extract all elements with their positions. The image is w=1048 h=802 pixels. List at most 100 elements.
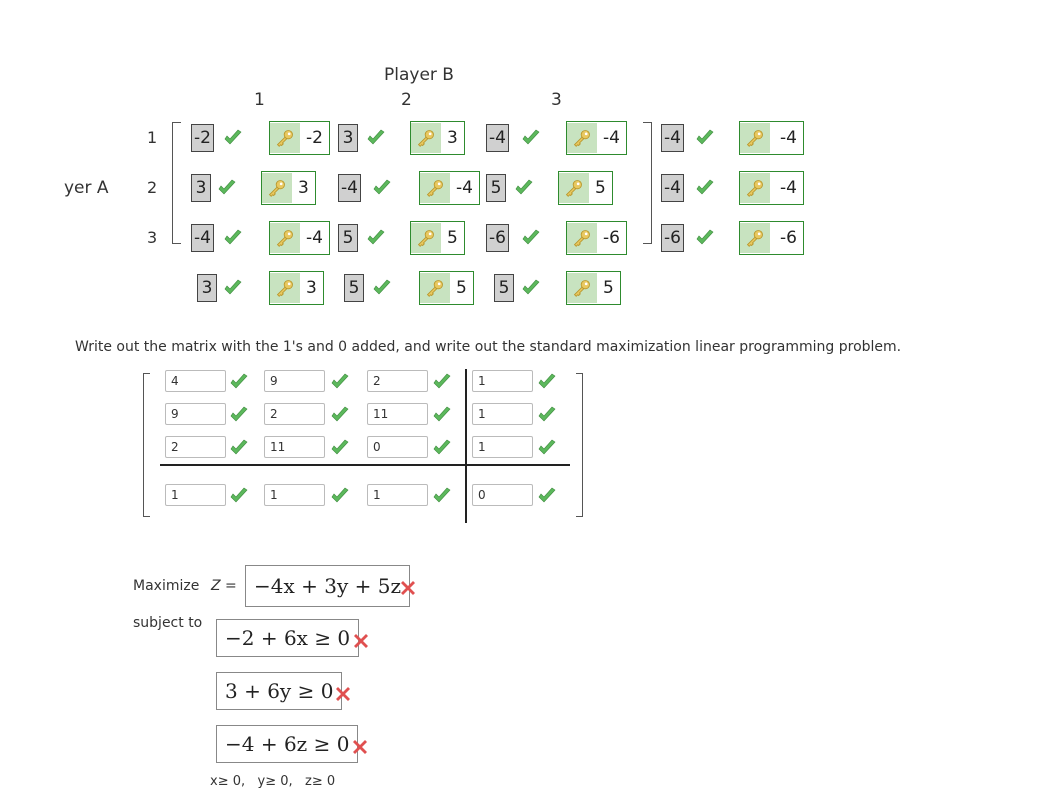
answer-cell-r1c2[interactable]: 3 (410, 121, 465, 155)
answer-value: 5 (595, 178, 606, 198)
lp-horizontal-divider (160, 464, 570, 466)
lp-matrix-input[interactable]: 2 (264, 403, 325, 425)
constraint-input-1[interactable]: −2 + 6x ≥ 0 (216, 619, 360, 657)
answer-value: 3 (306, 278, 317, 298)
lp-matrix-input[interactable]: 1 (472, 370, 533, 392)
key-icon (420, 173, 450, 203)
lp-matrix-input[interactable]: 1 (472, 403, 533, 425)
check-icon (366, 129, 386, 147)
x-icon (352, 739, 368, 755)
row-header-3: 3 (147, 228, 158, 247)
answer-cell-r3c2[interactable]: 5 (410, 221, 465, 255)
check-icon (330, 439, 350, 457)
answer-cell-r2c2[interactable]: -4 (419, 171, 480, 205)
x-icon (335, 686, 351, 702)
payoff-cell-r3c2: 5 (338, 224, 358, 252)
z-equals-label: Z = (211, 578, 237, 594)
check-icon (330, 487, 350, 505)
col-max-answer-2[interactable]: 5 (419, 271, 474, 305)
key-icon (567, 223, 597, 253)
lp-matrix-input[interactable]: 4 (165, 370, 226, 392)
check-icon (229, 406, 249, 424)
answer-cell-r3c3[interactable]: -6 (566, 221, 627, 255)
lp-vertical-divider (465, 369, 467, 523)
check-icon (372, 179, 392, 197)
lp-matrix-input[interactable]: 0 (367, 436, 428, 458)
check-icon (521, 129, 541, 147)
payoff-cell-r1c3: -4 (486, 124, 509, 152)
key-icon (411, 223, 441, 253)
lp-matrix-input[interactable]: 0 (472, 484, 533, 506)
check-icon (366, 229, 386, 247)
row-min-answer-2[interactable]: -4 (739, 171, 804, 205)
check-icon (537, 439, 557, 457)
answer-value: -4 (603, 128, 620, 148)
lp-matrix-input[interactable]: 1 (367, 484, 428, 506)
lp-matrix-input[interactable]: 1 (264, 484, 325, 506)
key-icon (567, 123, 597, 153)
lp-matrix-input[interactable]: 9 (165, 403, 226, 425)
row-min-answer-3[interactable]: -6 (739, 221, 804, 255)
lp-matrix-input[interactable]: 2 (165, 436, 226, 458)
answer-cell-r2c1[interactable]: 3 (261, 171, 316, 205)
lp-matrix-input[interactable]: 11 (264, 436, 325, 458)
check-icon (372, 279, 392, 297)
check-icon (229, 487, 249, 505)
key-icon (567, 273, 597, 303)
row-header-2: 2 (147, 178, 158, 197)
row-min-answer-1[interactable]: -4 (739, 121, 804, 155)
lp-matrix-input[interactable]: 1 (165, 484, 226, 506)
lp-matrix-input[interactable]: 2 (367, 370, 428, 392)
lp-matrix-input[interactable]: 11 (367, 403, 428, 425)
answer-value: -2 (306, 128, 323, 148)
answer-value: -6 (603, 228, 620, 248)
row-min-1: -4 (661, 124, 684, 152)
column-header-3: 3 (551, 90, 562, 110)
payoff-cell-r3c1: -4 (191, 224, 214, 252)
answer-cell-r1c1[interactable]: -2 (269, 121, 330, 155)
check-icon (521, 229, 541, 247)
instruction-text: Write out the matrix with the 1's and 0 … (75, 339, 902, 355)
check-icon (432, 406, 452, 424)
answer-cell-r1c3[interactable]: -4 (566, 121, 627, 155)
key-icon (559, 173, 589, 203)
key-icon (270, 273, 300, 303)
key-icon (740, 223, 770, 253)
objective-input[interactable]: −4x + 3y + 5z (245, 565, 410, 607)
constraint-input-3[interactable]: −4 + 6z ≥ 0 (216, 725, 359, 763)
answer-value: -4 (780, 178, 797, 198)
key-icon (411, 123, 441, 153)
column-header-1: 1 (254, 90, 265, 110)
answer-value: 5 (603, 278, 614, 298)
col-max-2: 5 (344, 274, 364, 302)
lp-matrix-input[interactable]: 9 (264, 370, 325, 392)
check-icon (432, 373, 452, 391)
key-icon (270, 223, 300, 253)
answer-cell-r3c1[interactable]: -4 (269, 221, 330, 255)
payoff-cell-r2c1: 3 (191, 174, 211, 202)
col-max-answer-1[interactable]: 3 (269, 271, 324, 305)
col-max-answer-3[interactable]: 5 (566, 271, 621, 305)
check-icon (537, 373, 557, 391)
check-icon (432, 439, 452, 457)
lp-matrix-input[interactable]: 1 (472, 436, 533, 458)
check-icon (330, 373, 350, 391)
lp-right-bracket (576, 373, 583, 517)
check-icon (537, 406, 557, 424)
payoff-cell-r2c3: 5 (486, 174, 506, 202)
answer-value: 5 (447, 228, 458, 248)
check-icon (695, 229, 715, 247)
lp-left-bracket (143, 373, 150, 517)
answer-value: 5 (456, 278, 467, 298)
answer-cell-r2c3[interactable]: 5 (558, 171, 613, 205)
x-icon (400, 580, 416, 596)
subject-to-label: subject to (133, 615, 203, 631)
column-header-2: 2 (401, 90, 412, 110)
check-icon (330, 406, 350, 424)
check-icon (432, 487, 452, 505)
answer-value: -6 (780, 228, 797, 248)
answer-value: 3 (447, 128, 458, 148)
key-icon (420, 273, 450, 303)
x-icon (353, 633, 369, 649)
constraint-input-2[interactable]: 3 + 6y ≥ 0 (216, 672, 343, 710)
